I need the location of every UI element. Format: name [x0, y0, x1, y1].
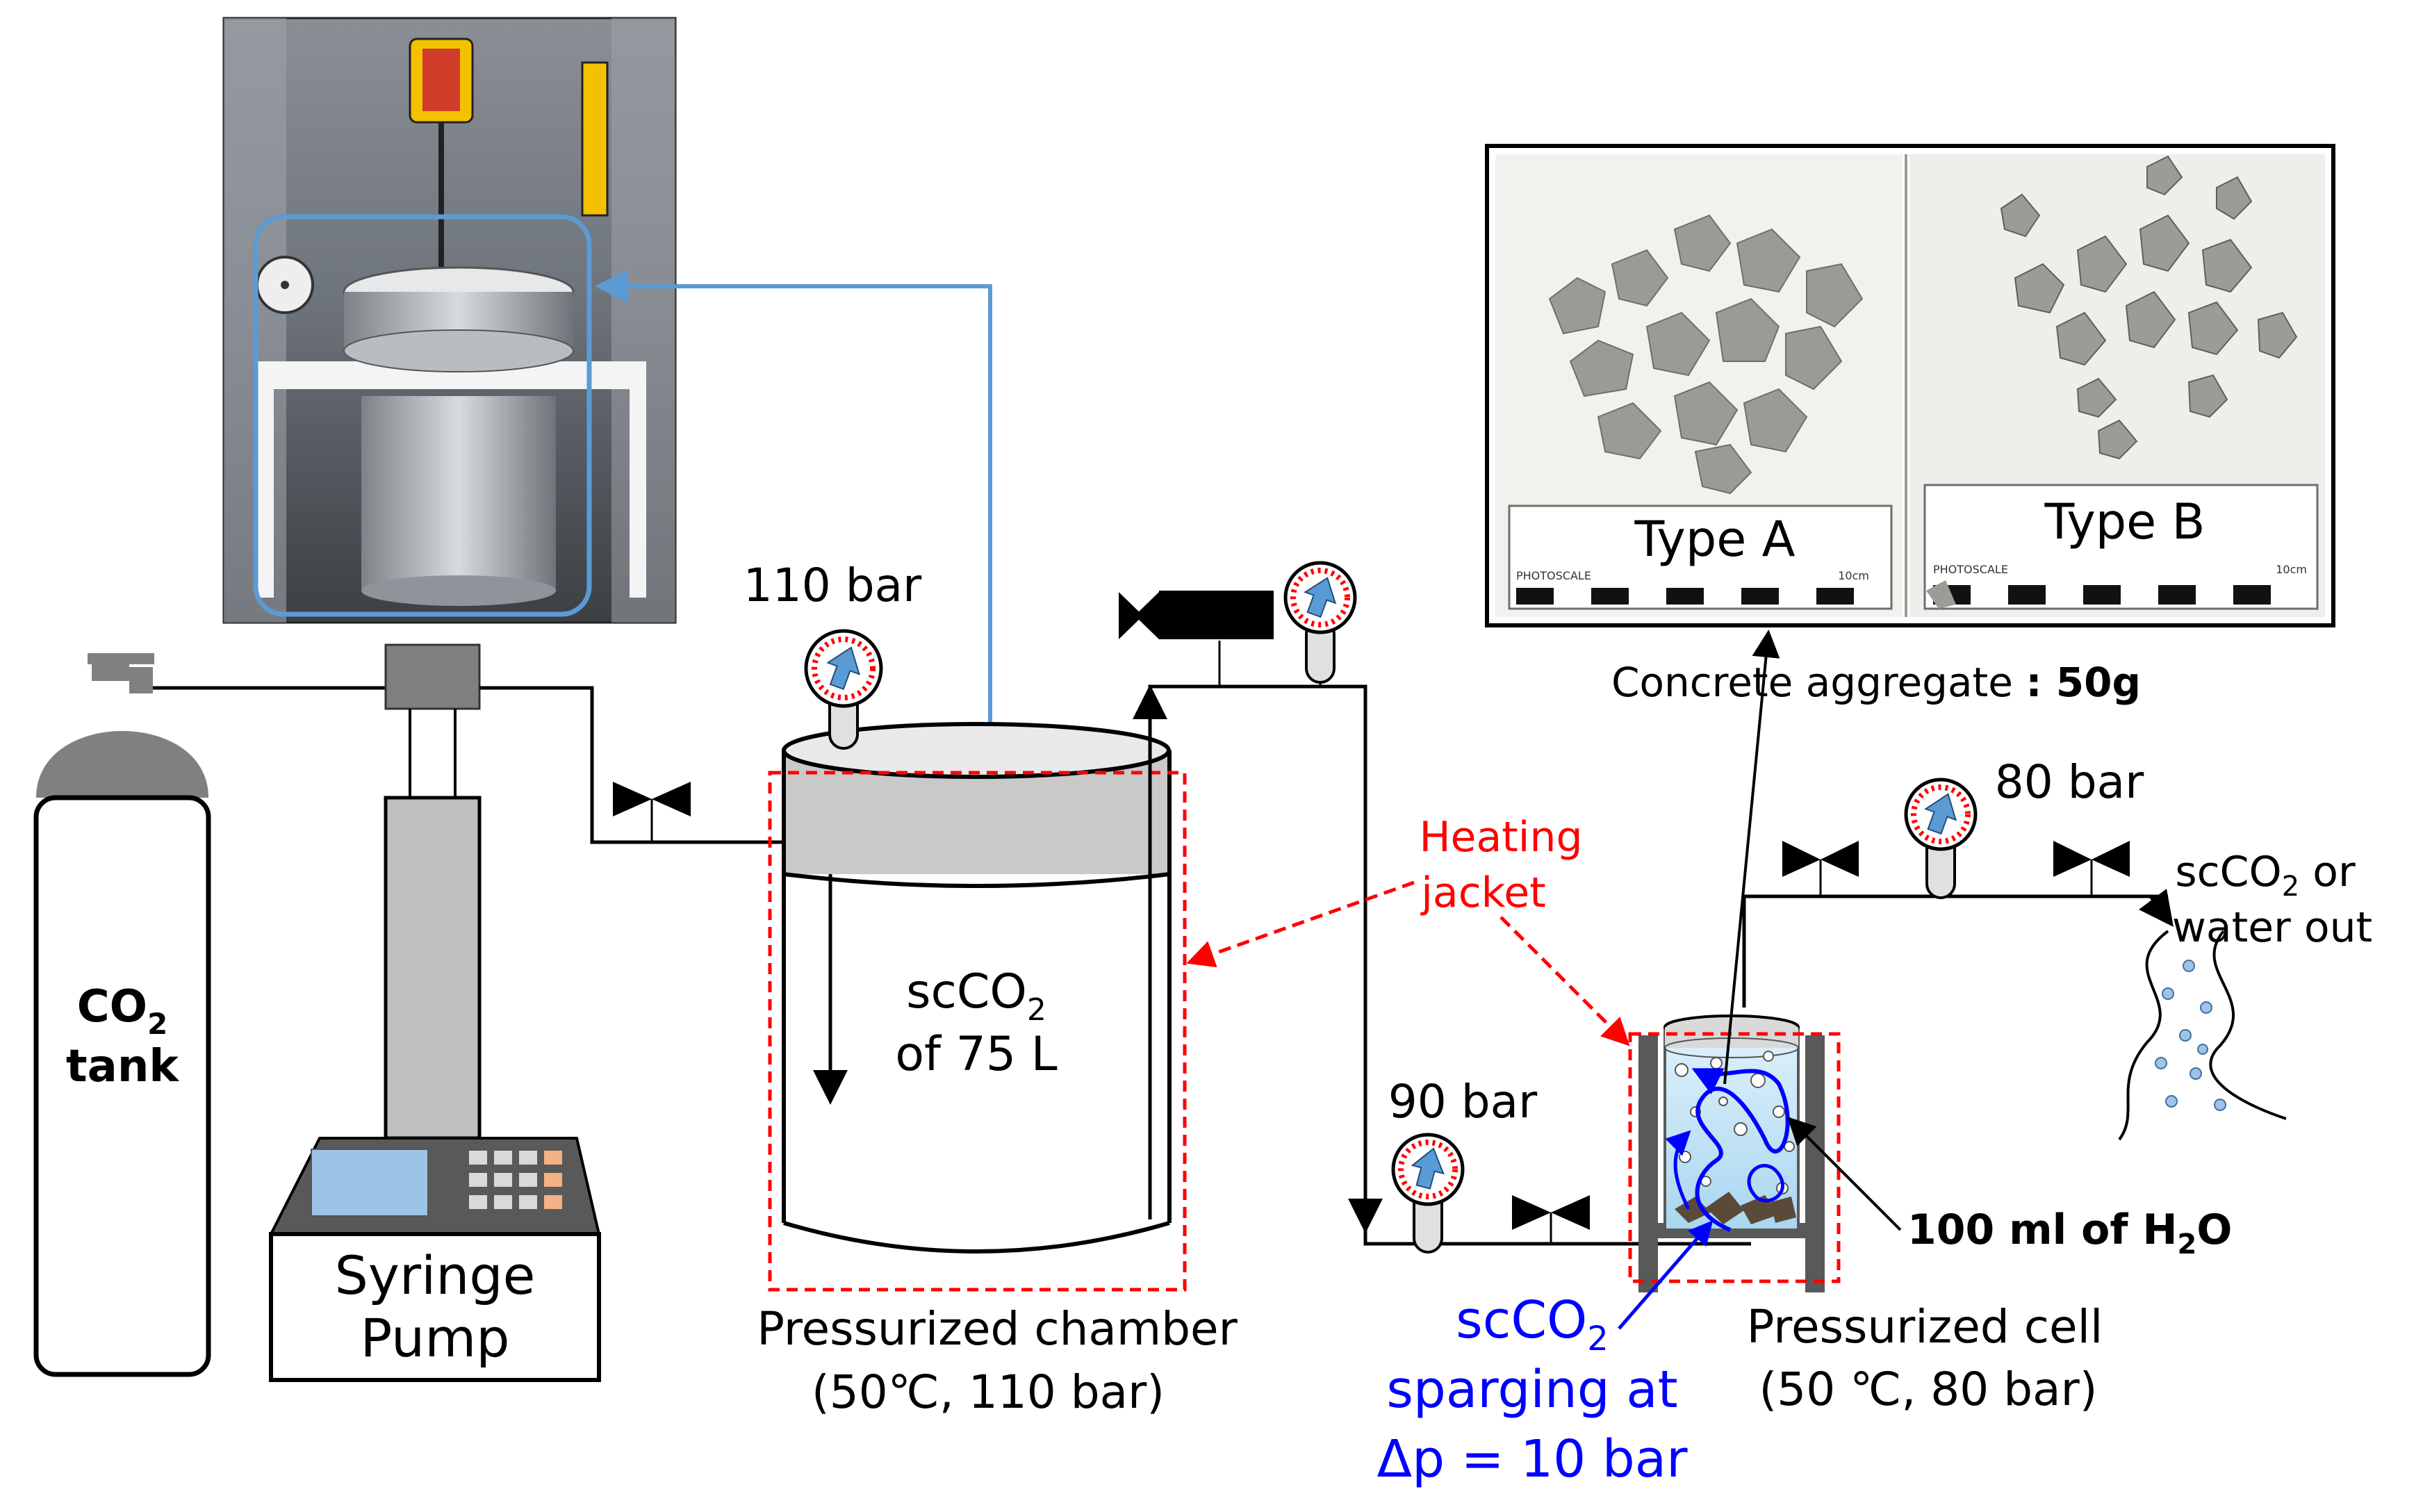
- type-b-scale-card: Type B PHOTOSCALE 10cm: [1923, 484, 2319, 610]
- photo-link-pipe: [595, 270, 992, 737]
- cell-caption: Pressurized cell: [1747, 1300, 2103, 1354]
- cell-aggregate: [1675, 1192, 1796, 1224]
- chamber-content-label: scCO2: [906, 964, 1046, 1028]
- lab-photo: [222, 17, 677, 624]
- cell-outlet-line: [1742, 894, 2168, 1008]
- outlet-gauge: [1904, 778, 1978, 899]
- cell-caption-2: (50 ℃, 80 bar): [1759, 1363, 2098, 1416]
- syringe-pump-label: Syringe: [335, 1244, 536, 1306]
- pressurized-cell: Pressurized cell (50 ℃, 80 bar): [1628, 1014, 2103, 1416]
- inlet-pressure-label: 90 bar: [1388, 1075, 1538, 1128]
- outlet-pressure-label: 80 bar: [1995, 755, 2144, 809]
- chamber-gauge: [804, 629, 883, 750]
- heating-jacket-label-2: jacket: [1420, 869, 1545, 917]
- type-b-aggregate: [2000, 155, 2298, 460]
- type-b-photoscale: PHOTOSCALE: [1933, 563, 2008, 576]
- aggregate-caption: Concrete aggregate : 50g: [1611, 659, 2141, 706]
- outlet-stream: [2118, 930, 2287, 1141]
- type-a-scale-card: Type A PHOTOSCALE 10cm: [1508, 504, 1893, 610]
- chamber-content-label-2: of 75 L: [895, 1027, 1057, 1082]
- pressurized-chamber: scCO2 of 75 L Pressurized chamber (50℃, …: [757, 722, 1238, 1419]
- svg-text:sparging at: sparging at: [1386, 1360, 1677, 1420]
- inlet-gauge: [1391, 1133, 1465, 1254]
- valve-2: [1512, 1195, 1590, 1244]
- pump-keypad: [469, 1151, 562, 1209]
- type-b-scale-unit: 10cm: [2276, 563, 2307, 576]
- top-gauge: [1283, 561, 1357, 684]
- water-volume-label: 100 ml of H2O: [1907, 1206, 2232, 1260]
- co2-tank-label: CO2: [77, 981, 168, 1041]
- aggregate-pointer: [1723, 630, 1780, 1085]
- valve-3: [1782, 841, 1859, 896]
- type-a-photoscale: PHOTOSCALE: [1516, 569, 1591, 582]
- svg-text:scCO2: scCO2: [1456, 1290, 1609, 1358]
- pump-chamber-line: [479, 686, 848, 1105]
- svg-text:Δp = 10 bar: Δp = 10 bar: [1377, 1429, 1688, 1489]
- valve-1: [613, 782, 691, 842]
- cell-heating-jacket: [1628, 1032, 1841, 1283]
- syringe-pump: Syringe Pump: [268, 643, 601, 1382]
- chamber-heating-jacket: [768, 771, 1187, 1292]
- co2-tank-label-2: tank: [66, 1041, 179, 1092]
- top-regulator: [1119, 591, 1322, 687]
- chamber-outlet-line: [1148, 684, 1465, 1246]
- chamber-caption-2: (50℃, 110 bar): [812, 1365, 1165, 1419]
- heating-arrow-chamber: [1186, 880, 1415, 968]
- sparging-pointer: [1618, 1220, 1714, 1330]
- type-a-aggregate: [1548, 214, 1864, 495]
- type-a-scale-unit: 10cm: [1838, 569, 1869, 582]
- valve-4: [2053, 841, 2130, 896]
- heating-arrow-cell: [1500, 916, 1630, 1046]
- type-b-label: Type B: [2044, 493, 2205, 550]
- chamber-caption: Pressurized chamber: [757, 1302, 1238, 1356]
- outlet-label-2: water out: [2172, 903, 2372, 952]
- chamber-pressure-label: 110 bar: [743, 559, 922, 612]
- water-pointer: [1787, 1117, 1902, 1231]
- heating-jacket-label: Heating: [1419, 813, 1582, 862]
- syringe-pump-label-2: Pump: [361, 1307, 510, 1369]
- co2-tank: CO2 tank: [33, 653, 211, 1377]
- aggregate-photos: Type A PHOTOSCALE 10cm Type B PHOTOSCALE…: [1485, 144, 2335, 627]
- outlet-label: scCO2 or: [2175, 848, 2356, 903]
- sparging-label: scCO2 sparging at Δp = 10 bar: [1377, 1290, 1688, 1489]
- type-a-label: Type A: [1634, 511, 1796, 568]
